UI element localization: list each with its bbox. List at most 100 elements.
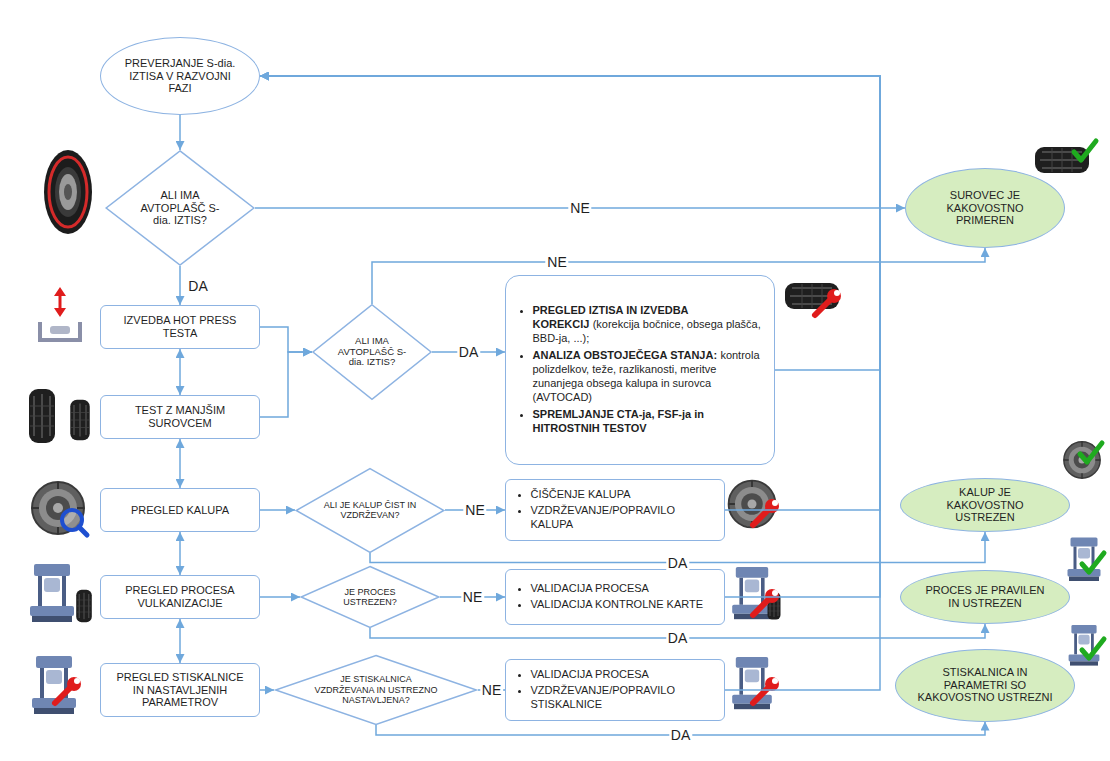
result-ellipse: PROCES JE PRAVILEN IN USTREZEN	[900, 570, 1070, 624]
process-box: PREGLED PROCESA VULKANIZACIJE	[100, 575, 260, 619]
edge-label: DA	[666, 555, 689, 571]
decision-diamond: JE PROCES USTREZEN?	[300, 566, 440, 628]
wrench-icon	[753, 589, 779, 615]
node-text: KALUP JE KAKOVOSTNO USTREZEN	[921, 486, 1050, 525]
diamond-shape	[313, 305, 431, 399]
bullet-item: VZDRŽEVANJE/POPRAVILO STISKALNICE	[531, 683, 716, 712]
decision-diamond: ALI IMA AVTOPLAŠČ S-dia. IZTIS?	[312, 304, 432, 400]
bullet-item: VALIDACIJA PROCESA	[531, 581, 716, 595]
check-icon	[1082, 553, 1104, 572]
wrench-icon	[753, 499, 779, 525]
bullet-item: PREGLED IZTISA IN IZVEDBA KOREKCIJ(korek…	[533, 303, 764, 346]
node-text: ALI IMA AVTOPLAŠČ S-dia. IZTIS?	[134, 189, 227, 227]
action-box: PREGLED IZTISA IN IZVEDBA KOREKCIJ(korek…	[505, 275, 775, 465]
press-icon	[30, 564, 74, 622]
node-text: ALI JE KALUP ČIST IN VZDRŽEVAN?	[324, 500, 417, 521]
edge-label: NE	[545, 254, 568, 270]
connector	[260, 76, 880, 597]
action-box: VALIDACIJA PROCESA VALIDACIJA KONTROLNE K…	[505, 569, 725, 625]
bullet-list: VALIDACIJA PROCESA VALIDACIJA KONTROLNE K…	[515, 581, 716, 614]
magnifier-icon	[62, 510, 87, 535]
connector	[179, 266, 181, 305]
edge-label: NE	[461, 589, 484, 605]
node-text: PREGLED KALUPA	[110, 504, 251, 517]
tire-icon	[44, 150, 92, 234]
connector	[179, 619, 181, 663]
connector	[179, 349, 181, 395]
check-icon	[1074, 141, 1096, 160]
process-box: PREGLED STISKALNICE IN NASTAVLJENIH PARA…	[100, 663, 260, 717]
bullet-text: VALIDACIJA PROCESA	[531, 582, 649, 594]
wrench-icon	[815, 289, 841, 315]
edge-label: NE	[568, 200, 591, 216]
edge-label: NE	[480, 682, 503, 698]
bullet-text: VZDRŽEVANJE/POPRAVILO KALUPA	[531, 504, 675, 530]
action-box: ČIŠČENJE KALUPA VZDRŽEVANJE/POPRAVILO KAL…	[505, 479, 725, 541]
process-box: PREGLED KALUPA	[100, 488, 260, 532]
diamond-shape	[276, 656, 477, 725]
node-text: PREGLED STISKALNICE IN NASTAVLJENIH PARA…	[110, 671, 251, 710]
press-icon	[1069, 625, 1100, 666]
node-text: PREGLED PROCESA VULKANIZACIJE	[110, 584, 251, 610]
connector	[260, 327, 312, 352]
bullet-item: VALIDACIJA PROCESA	[531, 667, 716, 681]
bullet-item: SPREMLJANJE CTA-ja, FSF-ja in HITROSTNIH…	[533, 407, 764, 436]
start-ellipse: PREVERJANJE S-dia. IZTISA V RAZVOJNI FAZ…	[100, 37, 260, 115]
check-icon	[1080, 443, 1102, 462]
edge-label: DA	[186, 278, 209, 294]
bullet-heading: ANALIZA OBSTOJEČEGA STANJA:	[533, 349, 718, 361]
node-text: PROCES JE PRAVILEN IN USTREZEN	[921, 584, 1050, 610]
edge-label: DA	[457, 344, 480, 360]
node-text: JE STISKALNICA VZDRŽEVANA IN USTREZNO NA…	[311, 674, 442, 705]
bullet-item: ANALIZA OBSTOJEČEGA STANJA:kontrola poli…	[533, 348, 764, 405]
connector	[179, 439, 181, 488]
check-icon	[1082, 639, 1104, 658]
connector	[260, 596, 300, 598]
diamond-shape	[106, 151, 254, 265]
bullet-item: VALIDACIJA KONTROLNE KARTE	[531, 597, 716, 611]
connector	[260, 352, 312, 417]
action-box: VALIDACIJA PROCESA VZDRŽEVANJE/POPRAVILO …	[505, 659, 725, 721]
decision-diamond: JE STISKALNICA VZDRŽEVANA IN USTREZNO NA…	[274, 655, 478, 725]
tire-icon	[76, 590, 92, 622]
decision-diamond: ALI JE KALUP ČIST IN VZDRŽEVAN?	[295, 468, 445, 553]
process-box: IZVEDBA HOT PRESS TESTA	[100, 305, 260, 349]
tire-icon	[29, 389, 55, 443]
node-text: STISKALNICA IN PARAMETRI SO KAKOVOSTNO U…	[917, 666, 1054, 705]
result-ellipse: STISKALNICA IN PARAMETRI SO KAKOVOSTNO U…	[895, 649, 1075, 722]
connector	[179, 115, 181, 150]
connector	[260, 689, 274, 691]
bullet-list: PREGLED IZTISA IN IZVEDBA KOREKCIJ(korek…	[517, 303, 764, 438]
small-tire-icon	[70, 400, 90, 441]
bullet-heading: SPREMLJANJE CTA-ja, FSF-ja in HITROSTNIH…	[533, 408, 705, 434]
node-text: SUROVEC JE KAKOVOSTNO PRIMEREN	[924, 189, 1046, 228]
bullet-text: VALIDACIJA PROCESA	[531, 668, 649, 680]
diamond-shape	[296, 468, 444, 552]
edge-label: DA	[666, 630, 689, 646]
result-ellipse: SUROVEC JE KAKOVOSTNO PRIMEREN	[905, 168, 1065, 248]
bullet-list: ČIŠČENJE KALUPA VZDRŽEVANJE/POPRAVILO KAL…	[515, 487, 716, 534]
edge-label: DA	[669, 727, 692, 743]
edge-label: NE	[463, 502, 486, 518]
wrench-icon	[55, 677, 81, 703]
press-icon	[1068, 538, 1101, 582]
bullet-text: VZDRŽEVANJE/POPRAVILO STISKALNICE	[531, 684, 675, 710]
hot-press-icon	[40, 287, 80, 340]
bullet-text: ČIŠČENJE KALUPA	[531, 488, 631, 500]
connector	[260, 76, 880, 690]
process-box: TEST Z MANJŠIM SUROVCEM	[100, 395, 260, 439]
node-text: PREVERJANJE S-dia. IZTISA V RAZVOJNI FAZ…	[119, 57, 241, 96]
bullet-list: VALIDACIJA PROCESA VZDRŽEVANJE/POPRAVILO …	[515, 667, 716, 714]
connector	[260, 76, 880, 510]
decision-diamond: ALI IMA AVTOPLAŠČ S-dia. IZTIS?	[105, 150, 255, 266]
node-text: TEST Z MANJŠIM SUROVCEM	[110, 404, 251, 430]
result-ellipse: KALUP JE KAKOVOSTNO USTREZEN	[900, 478, 1070, 532]
diamond-shape	[301, 566, 439, 627]
bullet-text: VALIDACIJA KONTROLNE KARTE	[531, 598, 704, 610]
connector	[260, 509, 295, 511]
node-text: IZVEDBA HOT PRESS TESTA	[110, 314, 251, 340]
node-text: ALI IMA AVTOPLAŠČ S-dia. IZTIS?	[335, 336, 409, 369]
connector	[179, 532, 181, 575]
bullet-item: ČIŠČENJE KALUPA	[531, 487, 716, 501]
